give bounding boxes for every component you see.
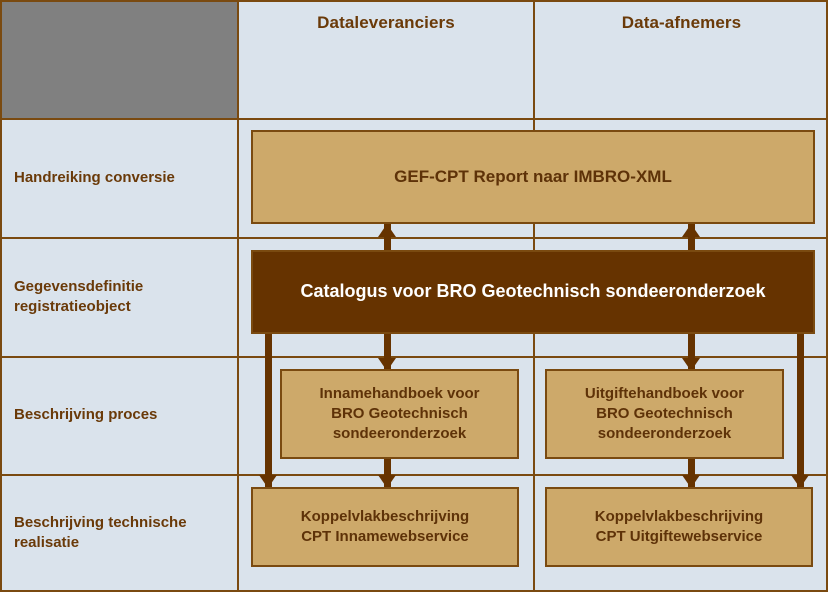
row-label-beschrijving-proces: Beschrijving proces [14,406,158,424]
connector-arrowhead-catalogus-to-koppelvlak-uitgifte [791,475,809,488]
column-header-dataleveranciers: Dataleveranciers [317,13,455,32]
grid-line-row-2 [0,237,828,239]
node-catalogus-voor-bro-geotechnisch-sondeeronderzoek[interactable]: Catalogus voor BRO Geotechnisch sondeero… [251,250,815,334]
connector-shaft-catalogus-to-innamehandboek [384,332,391,370]
grid-line-bottom [0,590,828,592]
node-gef-cpt-report-naar-imbro-xml[interactable]: GEF-CPT Report naar IMBRO-XML [251,130,815,224]
grid-line-top [0,0,828,2]
node-koppelvlakbeschrijving-cpt-innamewebservice[interactable]: Koppelvlakbeschrijving CPT Innamewebserv… [251,487,519,567]
connector-shaft-catalogus-to-koppelvlak-inname [265,332,272,488]
connector-arrowhead-catalogus-to-koppelvlak-inname [259,475,277,488]
connector-shaft-innamehandboek-to-koppelvlak-inname [384,457,391,488]
row-label-handreiking-conversie: Handreiking conversie [14,168,175,186]
row-label-beschrijving-technische-realisatie: Beschrijving technische realisatie [14,513,187,551]
connector-arrowhead-catalogus-to-gef-right [682,224,700,237]
connector-shaft-catalogus-to-gef-left [384,224,391,252]
row-label-gegevensdefinitie-registratieobject: Gegevensdefinitie registratieobject [14,277,144,315]
connector-arrowhead-catalogus-to-gef-left [378,224,396,237]
node-innamehandboek[interactable]: Innamehandboek voor BRO Geotechnisch son… [280,369,519,459]
connector-arrowhead-uitgiftehandboek-to-koppelvlak-uitgifte [682,475,700,488]
grid-line-left-edge [0,0,2,592]
connector-shaft-catalogus-to-gef-right [688,224,695,252]
connector-arrowhead-innamehandboek-to-koppelvlak-inname [378,475,396,488]
connector-arrowhead-catalogus-to-uitgiftehandboek [682,358,700,371]
corner-block [0,0,237,118]
grid-line-right-edge [826,0,828,592]
node-uitgiftehandboek[interactable]: Uitgiftehandboek voor BRO Geotechnisch s… [545,369,784,459]
connector-arrowhead-catalogus-to-innamehandboek [378,358,396,371]
connector-shaft-uitgiftehandboek-to-koppelvlak-uitgifte [688,457,695,488]
connector-shaft-catalogus-to-koppelvlak-uitgifte [797,332,804,488]
grid-line-col-1 [237,0,239,592]
column-header-data-afnemers: Data-afnemers [621,13,742,32]
grid-line-row-1 [0,118,828,120]
grid-line-row-3 [0,356,828,358]
connector-shaft-catalogus-to-uitgiftehandboek [688,332,695,370]
node-koppelvlakbeschrijving-cpt-uitgiftewebservice[interactable]: Koppelvlakbeschrijving CPT Uitgiftewebse… [545,487,813,567]
grid-line-row-4 [0,474,828,476]
